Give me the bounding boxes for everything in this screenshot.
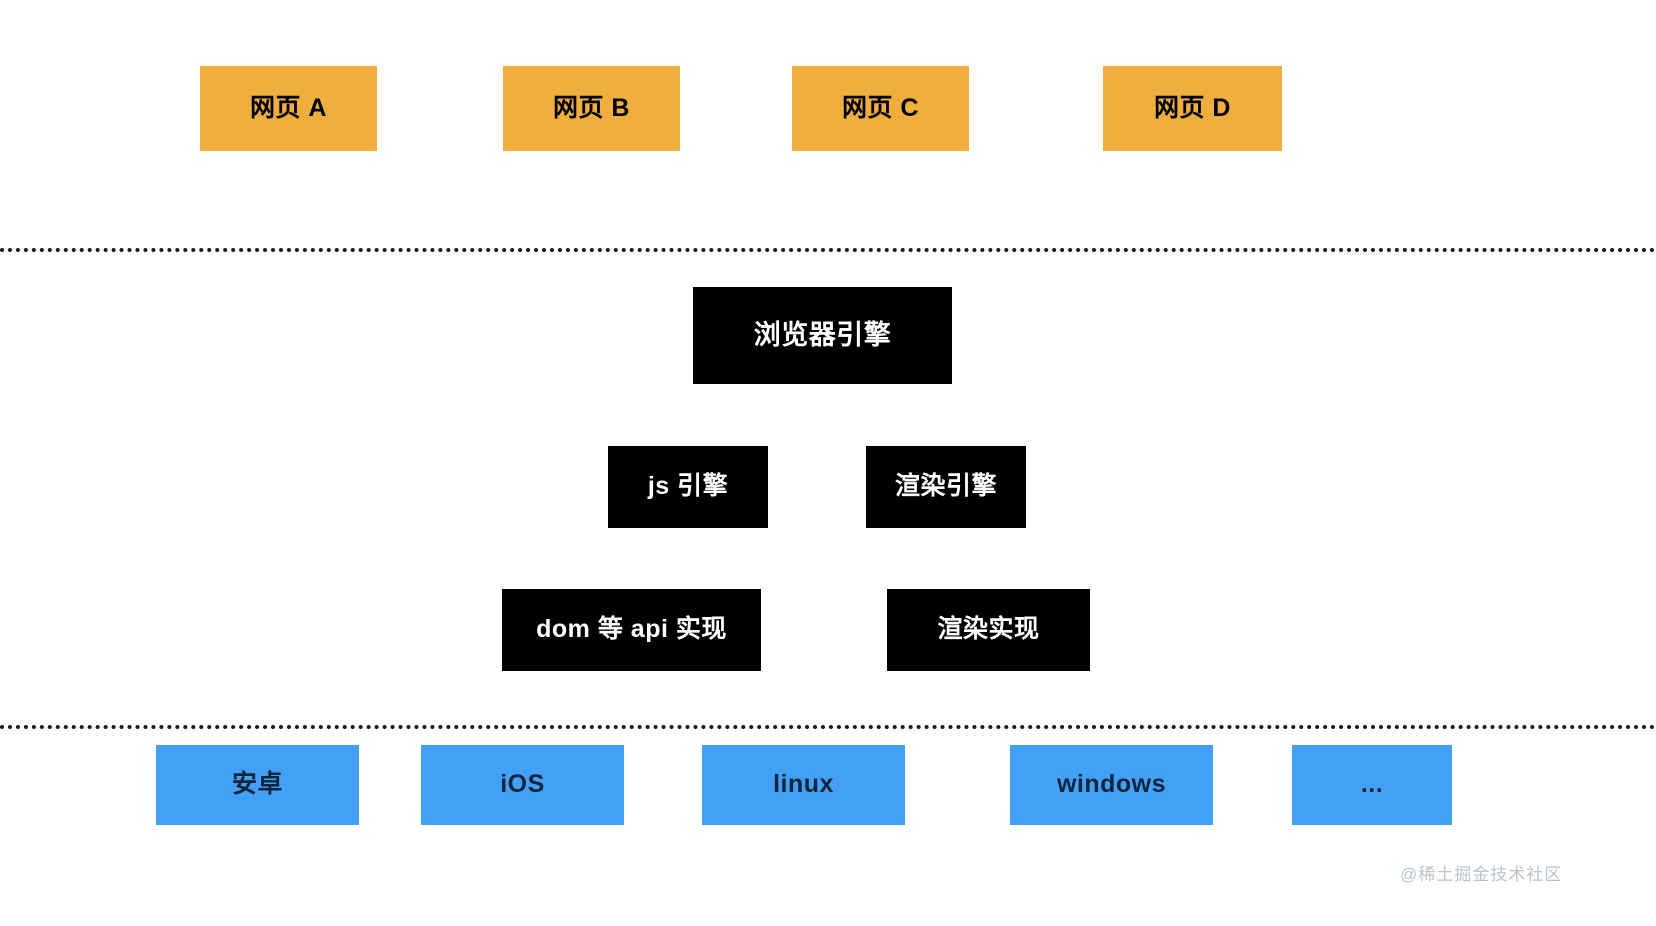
node-webpage-d: 网页 D [1103,66,1282,151]
node-webpage-c: 网页 C [792,66,969,151]
watermark: @稀土掘金技术社区 [1400,865,1563,884]
node-os-more: ... [1292,745,1452,825]
node-os-android: 安卓 [156,745,359,825]
node-render-impl: 渲染实现 [887,589,1090,671]
node-browser-engine: 浏览器引擎 [693,287,952,384]
divider-engine-os [0,725,1656,729]
node-dom-api-impl: dom 等 api 实现 [502,589,761,671]
node-os-linux: linux [702,745,905,825]
node-js-engine: js 引擎 [608,446,768,528]
node-render-engine: 渲染引擎 [866,446,1026,528]
node-os-windows: windows [1010,745,1213,825]
node-webpage-b: 网页 B [503,66,680,151]
node-os-ios: iOS [421,745,624,825]
divider-pages-engine [0,248,1656,252]
node-webpage-a: 网页 A [200,66,377,151]
